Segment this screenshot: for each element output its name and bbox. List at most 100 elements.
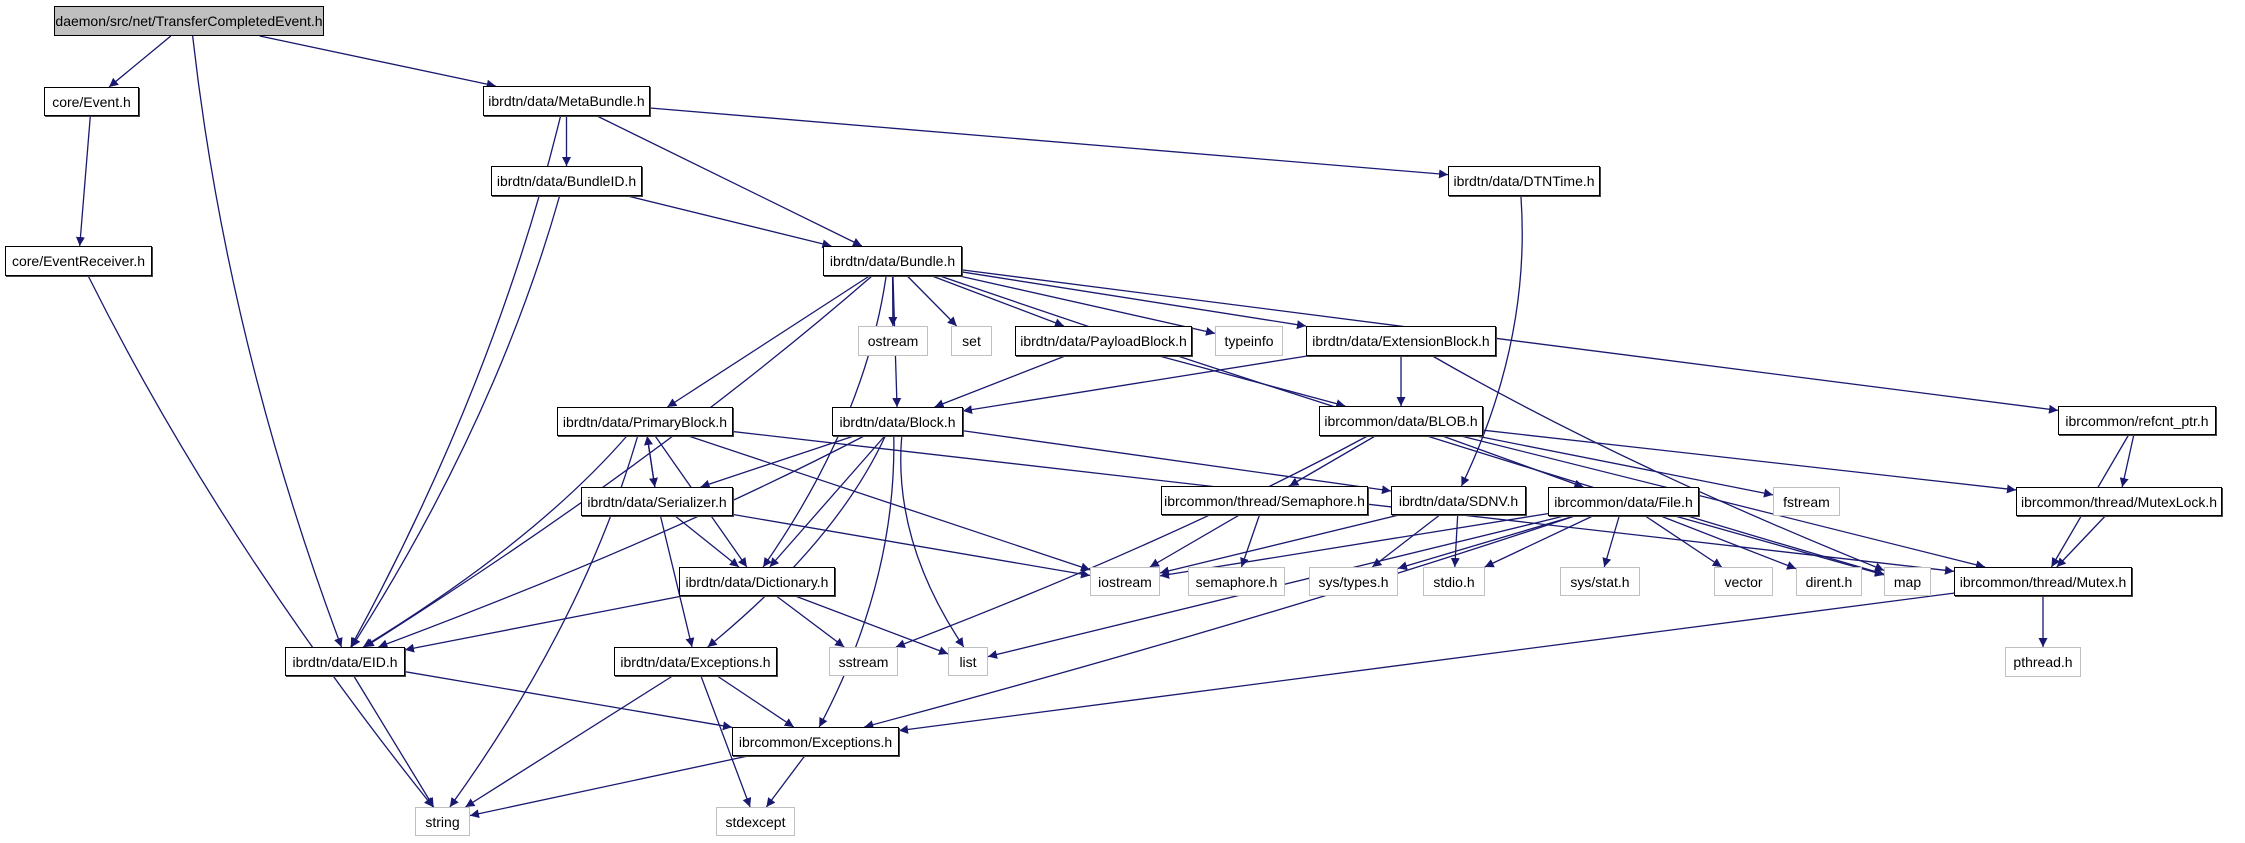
node-label: ibrdtn/data/Dictionary.h: [685, 573, 829, 590]
node-bundle[interactable]: ibrdtn/data/Bundle.h: [823, 246, 962, 276]
node-dtntime[interactable]: ibrdtn/data/DTNTime.h: [1448, 166, 1600, 196]
node-label: iostream: [1098, 573, 1152, 590]
node-stdio: stdio.h: [1423, 567, 1485, 596]
node-label: ibrdtn/data/EID.h: [292, 653, 398, 670]
node-iostream: iostream: [1090, 567, 1160, 596]
edge-bundle-to-extensionblock: [961, 271, 1307, 330]
node-label: core/Event.h: [52, 93, 131, 110]
node-serializer[interactable]: ibrdtn/data/Serializer.h: [581, 487, 733, 516]
edge-mutex-to-cexceptions: [898, 592, 1955, 734]
node-label: sys/stat.h: [1570, 573, 1630, 590]
edge-eventreceiver-to-string: [87, 275, 434, 808]
edge-block-to-list: [900, 435, 965, 648]
edge-file-to-vector: [1644, 515, 1723, 568]
node-label: ibrdtn/data/MetaBundle.h: [488, 93, 645, 109]
node-primaryblock[interactable]: ibrdtn/data/PrimaryBlock.h: [557, 407, 733, 436]
node-label: ibrdtn/data/Block.h: [839, 413, 956, 430]
edge-root-to-event: [108, 35, 172, 88]
node-sysstat: sys/stat.h: [1560, 567, 1640, 596]
node-set: set: [951, 326, 992, 356]
node-metabundle[interactable]: ibrdtn/data/MetaBundle.h: [483, 86, 650, 116]
edge-eid-to-cexceptions: [404, 671, 733, 731]
node-eventreceiver[interactable]: core/EventReceiver.h: [5, 246, 152, 276]
node-typeinfo: typeinfo: [1215, 326, 1283, 356]
node-label: ostream: [867, 333, 919, 349]
edge-extensionblock-to-map: [1432, 355, 1885, 572]
edge-payloadblock-to-block: [934, 355, 1066, 408]
node-label: vector: [1724, 573, 1763, 590]
edge-file-to-stdio: [1484, 515, 1594, 568]
node-event[interactable]: core/Event.h: [44, 87, 139, 116]
edge-serializer-to-primaryblock: [644, 435, 656, 488]
node-label: typeinfo: [1224, 333, 1274, 349]
edge-primaryblock-to-iostream: [688, 435, 1091, 572]
node-label: stdio.h: [1433, 573, 1475, 590]
node-cexceptions[interactable]: ibrcommon/Exceptions.h: [732, 727, 899, 756]
edge-bundle-to-primaryblock: [667, 275, 870, 408]
node-label: ibrdtn/data/PayloadBlock.h: [1020, 333, 1187, 349]
edge-event-to-eventreceiver: [75, 115, 91, 247]
edge-mutexlock-to-mutex: [2056, 515, 2106, 568]
edge-bundle-to-refcnt: [961, 269, 2059, 414]
edge-block-to-sdnv: [962, 430, 1392, 495]
edge-root-to-metabundle: [259, 35, 496, 89]
node-label: ibrdtn/data/BundleID.h: [496, 173, 637, 189]
edge-refcnt-to-mutexlock: [2119, 434, 2135, 488]
node-fstream: fstream: [1773, 487, 1840, 516]
edge-block-to-eid: [378, 435, 865, 649]
node-refcnt[interactable]: ibrcommon/refcnt_ptr.h: [2058, 406, 2216, 435]
node-label: ibrdtn/data/SDNV.h: [1398, 492, 1519, 509]
edge-bundle-to-eid: [364, 275, 873, 648]
node-eid[interactable]: ibrdtn/data/EID.h: [285, 647, 405, 676]
node-sdnv[interactable]: ibrdtn/data/SDNV.h: [1391, 486, 1526, 515]
node-semaphore_h: semaphore.h: [1188, 567, 1285, 596]
node-mutexlock[interactable]: ibrcommon/thread/MutexLock.h: [2016, 487, 2222, 516]
edge-bundle-to-payloadblock: [931, 275, 1065, 328]
node-label: ibrcommon/thread/MutexLock.h: [2020, 493, 2218, 510]
node-label: dirent.h: [1805, 573, 1853, 590]
node-pthread: pthread.h: [2005, 647, 2081, 677]
node-label: ibrdtn/data/ExtensionBlock.h: [1312, 333, 1490, 349]
edge-block-to-cexceptions: [818, 435, 895, 728]
node-payloadblock[interactable]: ibrdtn/data/PayloadBlock.h: [1015, 326, 1192, 356]
edge-bundle-to-typeinfo: [959, 275, 1216, 336]
node-bundleid[interactable]: ibrdtn/data/BundleID.h: [491, 166, 642, 196]
node-label: stdexcept: [725, 813, 786, 830]
node-blob[interactable]: ibrcommon/data/BLOB.h: [1319, 406, 1483, 436]
node-dictionary[interactable]: ibrdtn/data/Dictionary.h: [679, 567, 835, 596]
edge-exceptions-to-string: [465, 675, 673, 808]
edge-root-to-eid: [192, 35, 343, 648]
node-label: ibrcommon/data/File.h: [1554, 493, 1693, 510]
node-label: daemon/src/net/TransferCompletedEvent.h: [55, 13, 323, 29]
node-label: sys/types.h: [1318, 573, 1389, 590]
edge-blob-to-mutex: [1460, 435, 1986, 570]
node-semaphore[interactable]: ibrcommon/thread/Semaphore.h: [1161, 486, 1368, 515]
node-extensionblock[interactable]: ibrdtn/data/ExtensionBlock.h: [1306, 326, 1496, 356]
node-stdexcept: stdexcept: [716, 807, 795, 836]
node-label: map: [1893, 573, 1922, 590]
node-file[interactable]: ibrcommon/data/File.h: [1548, 487, 1699, 516]
edge-serializer-to-dictionary: [674, 515, 740, 568]
edge-metabundle-to-dtntime: [649, 107, 1449, 179]
node-label: ibrcommon/data/BLOB.h: [1324, 413, 1478, 429]
edge-serializer-to-exceptions: [659, 515, 695, 648]
node-exceptions[interactable]: ibrdtn/data/Exceptions.h: [614, 647, 777, 676]
edge-primaryblock-to-string: [449, 435, 639, 808]
root-node: daemon/src/net/TransferCompletedEvent.h: [54, 6, 324, 36]
node-label: ibrcommon/refcnt_ptr.h: [2065, 412, 2209, 429]
node-label: ibrcommon/thread/Semaphore.h: [1164, 492, 1365, 509]
edge-sdnv-to-iostream: [1159, 514, 1399, 576]
edge-semaphore-to-semaphore_h: [1240, 514, 1261, 568]
node-map: map: [1884, 567, 1931, 596]
node-label: sstream: [838, 653, 889, 670]
edge-bundle-to-set: [906, 275, 958, 327]
node-mutex[interactable]: ibrcommon/thread/Mutex.h: [1954, 567, 2132, 596]
edge-exceptions-to-stdexcept: [700, 675, 752, 808]
edge-dictionary-to-eid: [404, 595, 683, 653]
node-label: ibrcommon/Exceptions.h: [738, 733, 893, 750]
node-block[interactable]: ibrdtn/data/Block.h: [832, 407, 963, 436]
edge-dictionary-to-sstream: [775, 595, 845, 648]
node-label: ibrcommon/thread/Mutex.h: [1959, 573, 2127, 590]
